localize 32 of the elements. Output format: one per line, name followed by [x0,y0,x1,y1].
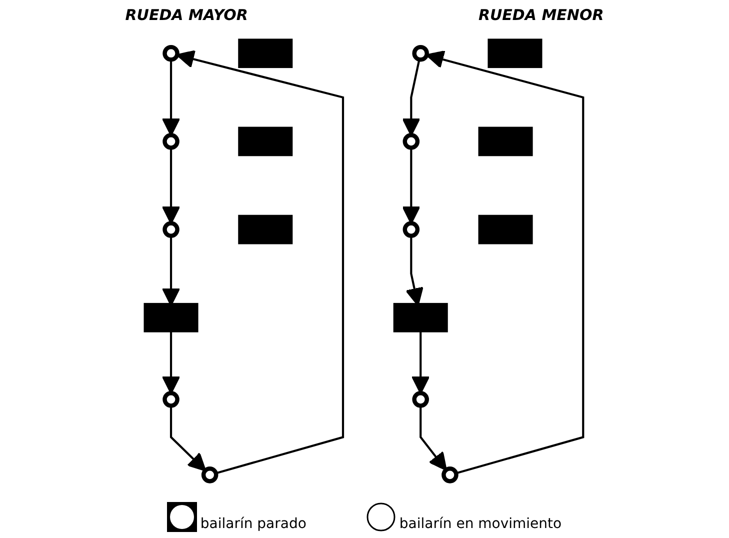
stationary-dancer-symbol [238,214,293,244]
moving-dancer-circle [201,466,218,484]
moving-dancer-circle [162,44,180,62]
arrow [426,50,584,474]
stationary-dancer-symbol [238,126,293,156]
moving-dancer-circle [412,44,429,62]
moving-dancer-circle [402,221,420,238]
wheel-heading: RUEDA MENOR [478,6,604,24]
stationary-dancer-symbol [238,38,293,68]
moving-dancer-circle [162,221,180,238]
arrow [162,60,180,136]
arrow [402,148,420,224]
arrow [162,148,180,224]
stationary-dancer-symbol [393,302,448,332]
moving-dancer-circle [402,133,420,150]
moving-dancer-circle [162,133,180,150]
stationary-dancer-symbol [488,38,542,68]
legend-label: bailarín en movimiento [399,516,562,532]
moving-dancer-circle [442,466,458,484]
legend-label: bailarín parado [200,516,306,532]
wheel-heading: RUEDA MAYOR [125,6,248,24]
moving-dancer-circle [412,391,429,408]
stationary-dancer-symbol [144,302,198,332]
arrow [162,330,180,394]
arrow [176,50,344,474]
moving-dancer-circle [162,391,180,408]
arrow [170,406,206,472]
stationary-dancer-symbol [478,214,533,244]
arrow [402,59,420,136]
arrow [420,406,447,471]
stationary-dancer-symbol [478,126,533,156]
arrow [411,330,430,394]
